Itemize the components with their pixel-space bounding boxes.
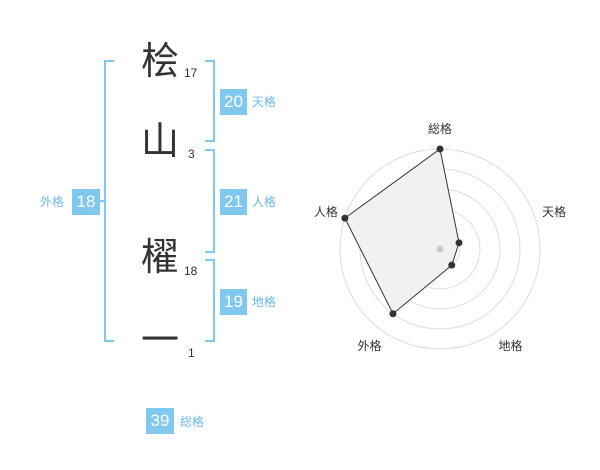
radar-axis-label-5: 人格 xyxy=(314,204,338,219)
radar-axis-label-4: 外格 xyxy=(357,338,381,353)
radar-center-dot xyxy=(436,245,444,253)
tenkaku-label: 天格 xyxy=(252,95,277,109)
jinkaku-label: 人格 xyxy=(252,195,277,209)
name-char-1: 桧 xyxy=(141,39,180,83)
radar-axis-label-1: 総格 xyxy=(428,121,452,136)
soukaku-badge: 39 xyxy=(146,408,174,434)
radar-area xyxy=(344,148,460,315)
radar-points xyxy=(341,145,463,318)
jinkaku-badge: 21 xyxy=(220,189,247,215)
tenkaku-badge: 20 xyxy=(220,89,247,115)
gaikaku-bracket xyxy=(104,60,114,342)
radar-point-1 xyxy=(436,145,444,153)
radar-point-2 xyxy=(455,239,463,247)
radar-axis-label-2: 天格 xyxy=(542,204,566,219)
name-char-4-strokes: 1 xyxy=(188,346,195,360)
gaikaku-badge: 18 xyxy=(72,189,100,215)
name-char-4: 一 xyxy=(141,318,180,362)
radar-axis-label-3: 地格 xyxy=(498,338,522,353)
tenkaku-bracket xyxy=(205,60,215,142)
gaikaku-label: 外格 xyxy=(40,195,65,209)
jinkaku-bracket xyxy=(205,149,215,253)
radar-point-5 xyxy=(341,214,349,222)
name-char-2: 山 xyxy=(141,119,180,163)
radar-point-4 xyxy=(389,310,397,318)
radar-point-3 xyxy=(448,261,456,269)
chikaku-label: 地格 xyxy=(252,295,277,309)
chikaku-badge: 19 xyxy=(220,289,247,315)
name-char-3: 櫂 xyxy=(141,235,180,279)
chikaku-bracket xyxy=(205,259,215,342)
soukaku-label: 総格 xyxy=(180,415,205,429)
name-char-3-strokes: 18 xyxy=(184,264,198,278)
name-char-2-strokes: 3 xyxy=(188,147,195,161)
gaikaku-bracket-tick xyxy=(99,200,105,202)
name-char-1-strokes: 17 xyxy=(184,66,198,80)
